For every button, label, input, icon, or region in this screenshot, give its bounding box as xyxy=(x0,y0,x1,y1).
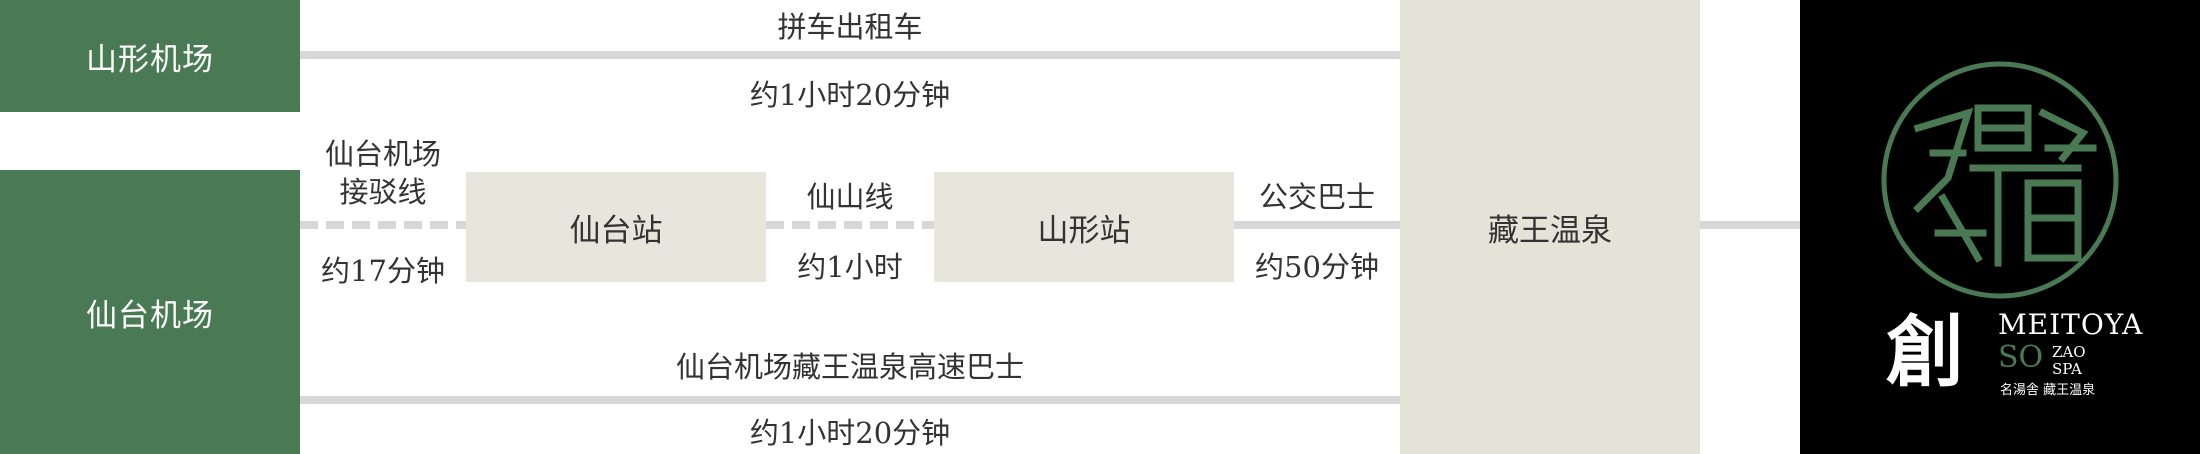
route-senzan-line-duration: 约1小时 xyxy=(797,250,903,284)
route-airport-link-name-line2: 接驳线 xyxy=(339,175,427,209)
station-zao-onsen: 藏王温泉 xyxy=(1400,0,1700,454)
station-label: 山形机场 xyxy=(86,41,214,78)
route-highway-bus-duration: 约1小时20分钟 xyxy=(749,416,951,450)
route-taxi-line xyxy=(300,51,1400,59)
station-yamagata-airport: 山形机场 xyxy=(0,0,300,112)
station-label: 仙台站 xyxy=(569,212,663,249)
station-label: 仙台机场 xyxy=(86,297,214,334)
route-airport-link-name: 仙台机场 接驳线 xyxy=(300,135,466,211)
station-yamagata: 山形站 xyxy=(934,172,1234,282)
route-bus-name: 公交巴士 xyxy=(1258,180,1375,214)
station-label: 山形站 xyxy=(1037,212,1131,249)
route-bus-duration: 约50分钟 xyxy=(1255,250,1379,284)
route-senzan-line-name: 仙山线 xyxy=(806,180,894,214)
route-bus-line xyxy=(1234,221,1400,229)
route-airport-link-name-line1: 仙台机场 xyxy=(324,137,441,171)
brand-so: SO xyxy=(1998,340,2044,375)
logo-emblem-icon xyxy=(1881,61,2119,299)
brand-zao: ZAO xyxy=(2052,343,2086,361)
connector-line xyxy=(1700,221,1800,229)
route-airport-link-duration: 约17分钟 xyxy=(321,254,445,288)
station-sendai-airport: 仙台机场 xyxy=(0,170,300,454)
brand-name-jp: 名湯舎 藏王温泉 xyxy=(2000,383,2096,398)
route-highway-bus-name: 仙台机场藏王温泉高速巴士 xyxy=(675,350,1024,384)
route-senzan-line-rail xyxy=(766,221,934,229)
route-highway-bus-line xyxy=(300,396,1400,404)
route-taxi-duration: 约1小时20分钟 xyxy=(749,78,951,112)
brand-panel: 創 MEITOYA SO ZAO SPA 名湯舎 藏王温泉 xyxy=(1800,0,2200,454)
station-sendai: 仙台站 xyxy=(466,172,766,282)
route-taxi-name: 拼车出租车 xyxy=(777,10,923,44)
brand-kanji: 創 xyxy=(1886,307,1965,398)
brand-name-en: MEITOYA xyxy=(1998,308,2144,341)
brand-spa: SPA xyxy=(2052,360,2082,378)
station-label: 藏王温泉 xyxy=(1488,212,1612,249)
route-airport-link-rail xyxy=(300,221,466,229)
